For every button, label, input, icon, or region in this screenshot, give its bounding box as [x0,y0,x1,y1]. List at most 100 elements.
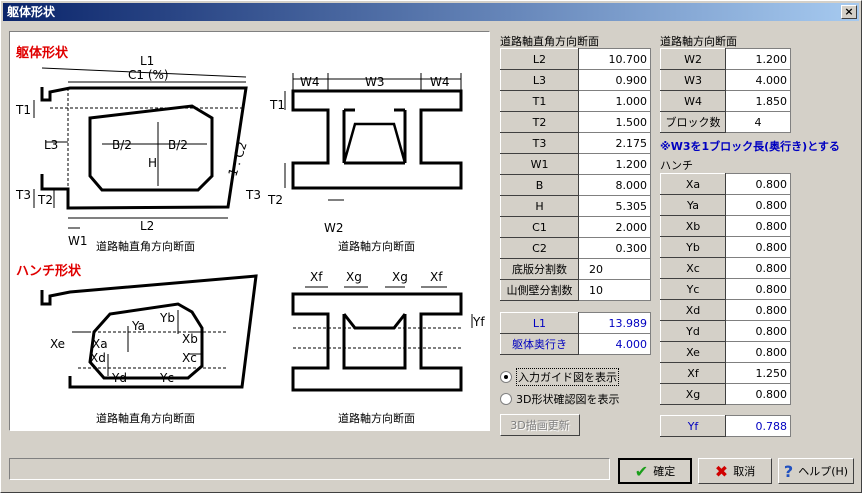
param-value-input[interactable]: 4.000 [725,69,791,91]
param-value-input[interactable]: 10 [578,279,651,301]
param-value-input[interactable]: 0.300 [578,237,651,259]
param-value-input[interactable]: 0.800 [725,278,791,300]
param-value-input[interactable]: 4.000 [578,333,651,355]
haunch-axial-dims [305,286,473,328]
b2b-label: B/2 [168,138,188,152]
check-icon: ✔ [634,461,649,481]
param-value-input[interactable]: 0.800 [725,173,791,195]
caption-perp-top: 道路軸直角方向断面 [96,240,195,253]
axial-section-inner [342,108,407,165]
redraw-3d-button[interactable]: 3D描画更新 [500,414,580,436]
param-value-input[interactable]: 2.175 [578,132,651,154]
param-value-input[interactable]: 1.500 [578,111,651,133]
param-label: C2 [500,237,579,259]
w4a-label: W4 [300,75,320,89]
yf-label: Yf [472,315,485,329]
xe-label: Xe [50,337,65,351]
param-label: W2 [660,48,726,70]
param-value-input[interactable]: 0.800 [725,341,791,363]
yb-label: Yb [159,311,175,325]
param-value-input[interactable]: 0.800 [725,383,791,405]
w3-note: ※W3を1ブロック長(奥行き)とする [660,140,840,153]
t1-label: T1 [15,103,31,117]
help-icon: ? [783,461,794,481]
param-value-input[interactable]: 13.989 [578,312,651,334]
status-bar [9,458,610,480]
b-h-dim [102,122,207,186]
param-label: Xe [660,341,726,363]
yc-label: Yc [159,371,174,385]
param-value-input[interactable]: 0.800 [725,299,791,321]
xb-label: Xb [182,332,198,346]
axial-section-outline [291,89,463,190]
ya-label: Ya [131,319,145,333]
ok-button[interactable]: ✔ 確定 [618,458,692,484]
param-value-input[interactable]: 0.800 [725,236,791,258]
haunch-axial-outline [291,292,463,392]
param-value-input[interactable]: 1.850 [725,90,791,112]
w4b-label: W4 [430,75,450,89]
title-bar: 躯体形状 × [3,3,859,21]
close-button[interactable]: × [841,5,857,19]
xc-label: Xc [182,351,197,365]
radio-dot-selected[interactable] [500,371,512,383]
help-button[interactable]: ? ヘルプ(H) [778,458,854,484]
param-value-input[interactable]: 2.000 [578,216,651,238]
param-value-input[interactable]: 0.900 [578,69,651,91]
yf-value[interactable]: 0.788 [725,415,791,437]
xf1-label: Xf [310,270,323,284]
param-label: L3 [500,69,579,91]
show-3d-radio[interactable]: 3D形状確認図を表示 [500,391,619,407]
show-guide-radio[interactable]: 入力ガイド図を表示 [500,368,619,386]
param-value-input[interactable]: 5.305 [578,195,651,217]
haunch-axial-void [342,313,407,370]
param-value-input[interactable]: 0.800 [725,257,791,279]
l2-w1-dim [68,217,228,229]
ok-label: 確定 [653,465,676,478]
param-value-input[interactable]: 1.200 [578,153,651,175]
shape-heading: 躯体形状 [16,46,69,61]
axial-t1-label: T1 [269,98,285,112]
param-value-input[interactable]: 20 [578,258,651,280]
param-value-input[interactable]: 1.250 [725,362,791,384]
param-value-input[interactable]: 0.800 [725,194,791,216]
perp-section-void [88,104,214,192]
param-label: L1 [500,312,579,334]
radio-dot[interactable] [500,393,512,405]
param-label: Yd [660,320,726,342]
param-value-input[interactable]: 0.800 [725,320,791,342]
param-label: W4 [660,90,726,112]
c2-label: 1 : C2 [226,140,250,178]
haunch-perp-outline [40,274,258,389]
t3-label: T3 [15,188,31,202]
axial-t3-label: T3 [245,188,261,202]
param-value-input[interactable]: 1.000 [578,90,651,112]
cancel-button[interactable]: ✖ 取消 [698,458,772,484]
param-value-input[interactable]: 1.200 [725,48,791,70]
cancel-label: 取消 [733,465,756,478]
w2-label: W2 [324,221,344,235]
axial-section-void [342,122,407,164]
show-3d-label: 3D形状確認図を表示 [516,393,620,406]
param-value-input[interactable]: 10.700 [578,48,651,70]
w1-label: W1 [68,234,88,248]
caption-perp-bottom: 道路軸直角方向断面 [96,412,195,425]
param-label: Xd [660,299,726,321]
param-value-input[interactable]: 8.000 [578,174,651,196]
param-value-input[interactable]: 4 [725,111,791,133]
input-guide-panel: 躯体形状 ハンチ形状 L1 C1 (%) T1 L3 B/2 [9,31,490,431]
w-dim [292,73,462,90]
param-label: 躯体奥行き [500,333,579,355]
param-value-input[interactable]: 0.800 [725,215,791,237]
